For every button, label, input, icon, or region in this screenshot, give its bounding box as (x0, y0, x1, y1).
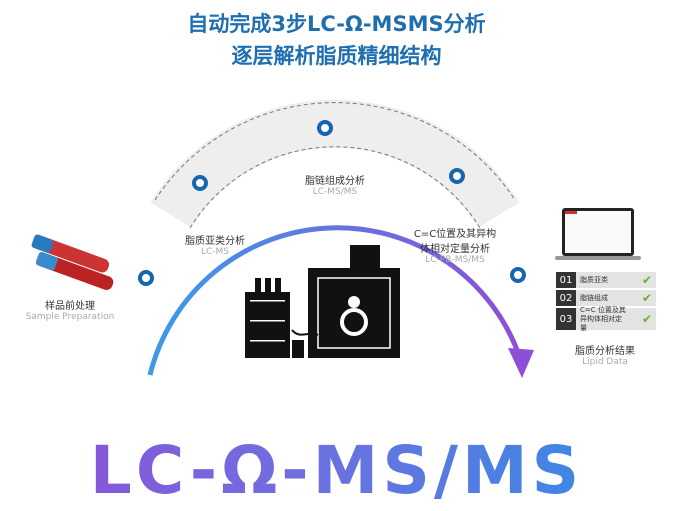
stage-method: LC-MS (200, 247, 230, 257)
stage-label: 脂质分析结果 (575, 346, 635, 357)
band-outer (154, 102, 516, 201)
stage-sample: 样品前处理 Sample Preparation (10, 297, 130, 322)
result-num: 02 (556, 290, 576, 306)
brand-logo-text: LC-Ω-MS/MS (0, 432, 673, 509)
title-line1: 自动完成3步LC-Ω-MSMS分析 (187, 12, 486, 36)
node-sample (138, 270, 154, 286)
stage-label: 样品前处理 (45, 301, 95, 312)
laptop-icon (555, 208, 641, 260)
stage-label: 脂质亚类分析 (185, 236, 245, 247)
result-item: 02 脂链组成 ✔ (556, 290, 656, 306)
stage-subclass: 脂质亚类分析 LC-MS (170, 232, 260, 257)
stage-label: C=C位置及其异构 (413, 229, 497, 240)
stage-label-2: 体相对定量分析 (420, 244, 490, 255)
result-num: 03 (556, 308, 576, 330)
highlight-band (150, 99, 520, 228)
result-item: 01 脂质亚类 ✔ (556, 272, 656, 288)
stage-method: Lipid Data (582, 357, 628, 367)
result-text: 脂链组成 (580, 294, 608, 302)
stage-method: Sample Preparation (25, 312, 115, 322)
check-icon: ✔ (641, 312, 652, 326)
result-num: 01 (556, 272, 576, 288)
sample-tubes-icon (31, 234, 114, 290)
stage-cc: C=C位置及其异构 体相对定量分析 LC-PB-MS/MS (400, 225, 510, 265)
stage-method: LC-MS/MS (312, 187, 358, 197)
check-icon: ✔ (641, 291, 652, 305)
result-text: 脂质亚类 (580, 276, 608, 284)
node-data (510, 267, 526, 283)
result-text: C=C 位置及其异构体相对定量 (580, 305, 626, 332)
stage-label: 脂链组成分析 (305, 176, 365, 187)
arc-line (147, 225, 523, 376)
instrument-icon (245, 245, 400, 358)
arrow-head-icon (508, 348, 534, 378)
band-inner (189, 146, 481, 229)
node-pb (449, 168, 465, 184)
node-lcmsms (317, 120, 333, 136)
stage-chain: 脂链组成分析 LC-MS/MS (290, 172, 380, 197)
check-icon: ✔ (641, 273, 652, 287)
title-line2: 逐层解析脂质精细结构 (231, 44, 442, 68)
stage-method: LC-PB-MS/MS (425, 255, 485, 265)
stage-data: 脂质分析结果 Lipid Data (550, 342, 660, 367)
node-lcms (192, 175, 208, 191)
